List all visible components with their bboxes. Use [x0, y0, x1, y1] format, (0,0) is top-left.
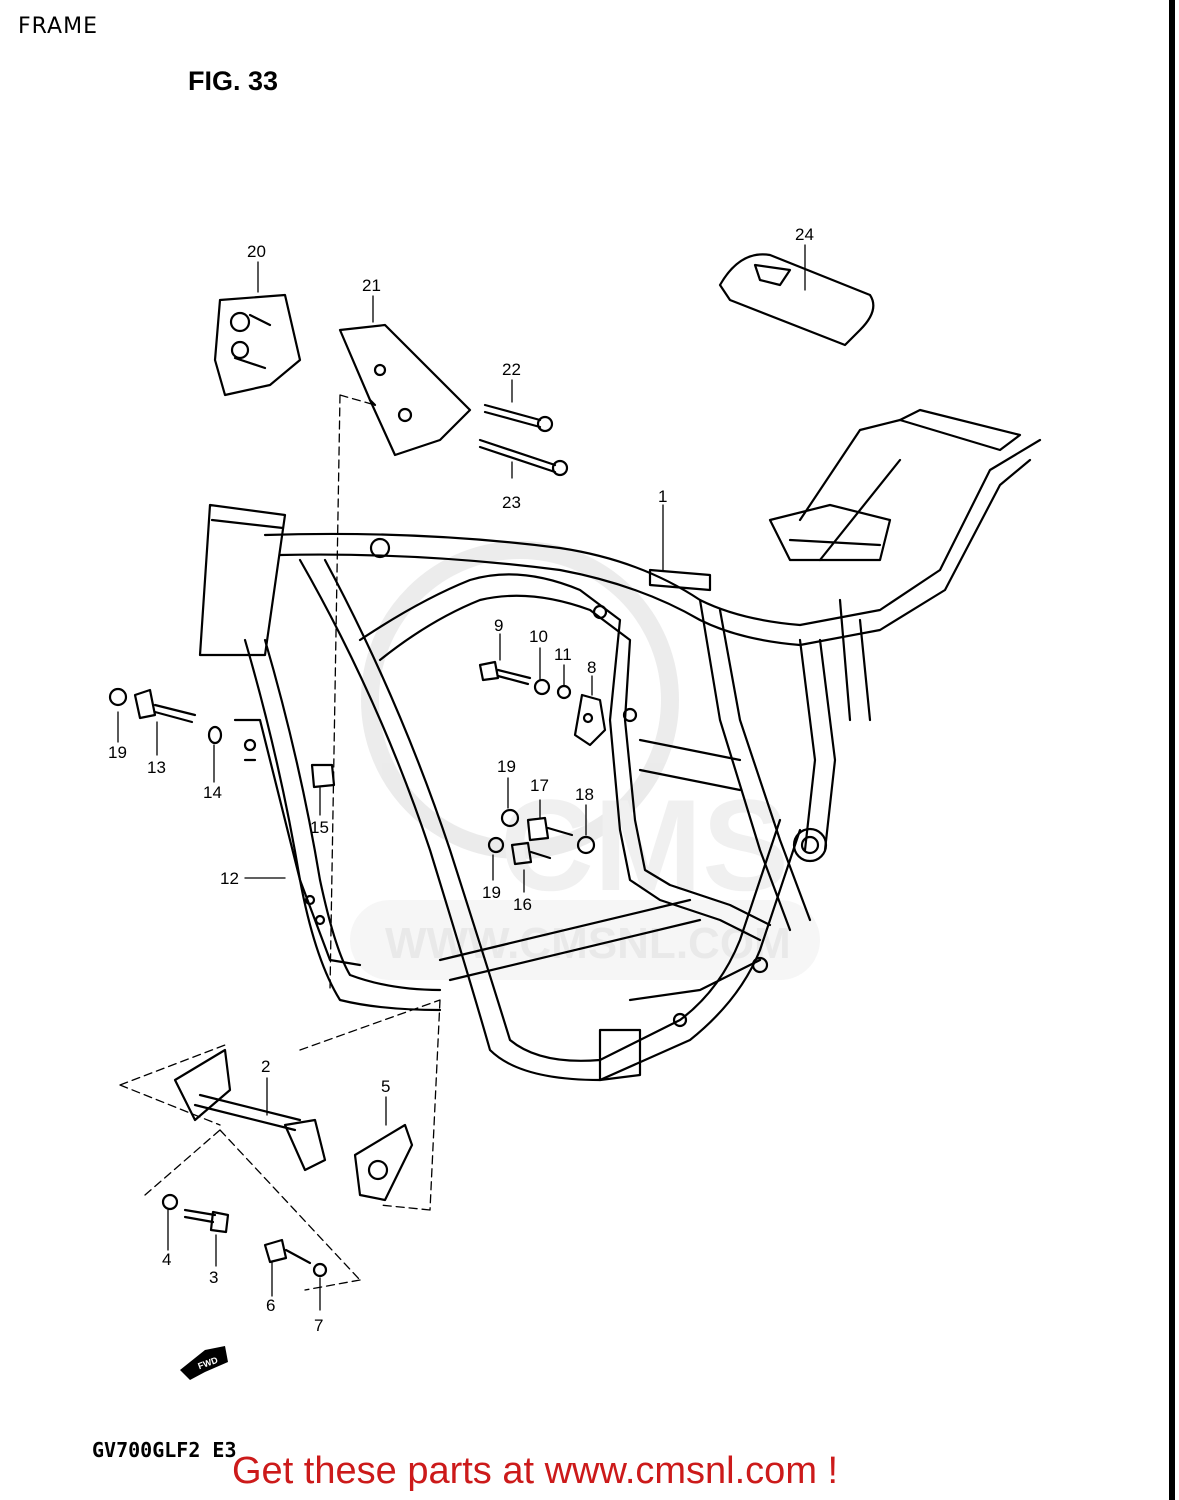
part-7-washer: [312, 1262, 328, 1278]
callout-6: 6: [266, 1296, 275, 1315]
promo-link-text[interactable]: Get these parts at www.cmsnl.com !: [232, 1450, 839, 1492]
callout-22: 22: [502, 360, 521, 379]
part-10-washer: [533, 678, 551, 696]
part-4-washer: [161, 1193, 179, 1211]
callout-4: 4: [162, 1250, 171, 1269]
part-24-pouch: [718, 253, 875, 347]
part-3-bolt: [183, 1208, 230, 1234]
part-19-center-lower: [487, 836, 505, 854]
callout-20: 20: [247, 242, 266, 261]
part-18-washer: [576, 835, 596, 855]
callout-8: 8: [587, 658, 596, 677]
part-22-bolt: [483, 403, 554, 433]
callout-18: 18: [575, 785, 594, 804]
callout-12: 12: [220, 869, 239, 888]
callout-17: 17: [530, 776, 549, 795]
callout-19-center-lower: 19: [482, 883, 501, 902]
callout-14: 14: [203, 783, 222, 802]
watermark: CMS WWW.CMSNL.COM: [350, 541, 820, 980]
callout-1: 1: [658, 487, 667, 506]
part-11-washer: [556, 684, 572, 700]
part-5-plate: [353, 1123, 414, 1202]
model-code: GV700GLF2 E3: [92, 1438, 237, 1462]
fwd-arrow: FWD: [180, 1346, 228, 1380]
part-21-plate: [338, 323, 472, 457]
part-14-washer: [207, 725, 223, 745]
part-19-center-upper: [500, 808, 520, 828]
callout-10: 10: [529, 627, 548, 646]
callout-24: 24: [795, 225, 814, 244]
part-23-bolt: [478, 438, 569, 477]
part-2-crossmember: [173, 1048, 327, 1172]
callout-13: 13: [147, 758, 166, 777]
part-16-bolt: [510, 841, 552, 866]
callout-19-center-upper: 19: [497, 757, 516, 776]
right-edge-gap: [1175, 0, 1179, 1500]
part-8-plate: [573, 693, 607, 747]
callout-3: 3: [209, 1268, 218, 1287]
frame-main: [198, 408, 1042, 1082]
part-6-bolt: [263, 1238, 312, 1265]
callout-2: 2: [261, 1057, 270, 1076]
callout-16: 16: [513, 895, 532, 914]
callout-19-left: 19: [108, 743, 127, 762]
callout-5: 5: [381, 1077, 390, 1096]
right-edge-border: [1169, 0, 1179, 1500]
part-15-spacer: [310, 763, 336, 789]
callout-21: 21: [362, 276, 381, 295]
reference-lines: [117, 244, 806, 1311]
part-17-bolt: [526, 816, 574, 842]
section-title: FRAME: [18, 14, 98, 39]
part-20-bracket: [213, 293, 302, 397]
part-13-bolt: [133, 688, 197, 724]
callout-11: 11: [554, 645, 572, 664]
part-19-left-nut: [108, 687, 128, 707]
callout-7: 7: [314, 1316, 323, 1335]
callout-9: 9: [494, 616, 503, 635]
part-9-bolt: [478, 660, 532, 686]
callout-15: 15: [310, 818, 329, 837]
watermark-main-text: CMS: [500, 772, 789, 918]
part-12-downtube: [233, 718, 362, 967]
callout-23: 23: [502, 493, 521, 512]
figure-label: FIG. 33: [188, 66, 279, 96]
callout-labels: 1 2 3 4 5 6 7 8 9 10 11 12 13 14 15 16 1…: [108, 225, 814, 1335]
